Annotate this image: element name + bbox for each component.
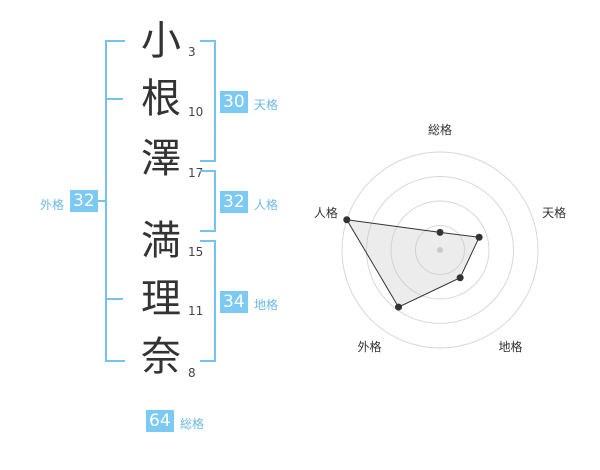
- stroke-count-2: 10: [188, 105, 204, 119]
- name-char-4: 満: [141, 218, 181, 264]
- radar-ring: [341, 151, 539, 349]
- jinkaku-value-badge: 32: [220, 191, 248, 213]
- radar-point: [395, 303, 403, 311]
- tenkaku-value-badge: 30: [220, 91, 248, 113]
- name-char-3: 澤: [141, 136, 181, 182]
- chikaku-value-badge: 34: [220, 291, 248, 313]
- radar-point: [436, 228, 444, 236]
- gaikaku-value-badge: 32: [70, 190, 98, 212]
- jinkaku-label: 人格: [254, 198, 279, 212]
- stroke-count-3: 17: [188, 166, 204, 180]
- chikaku-label: 地格: [254, 298, 279, 312]
- radar-polygon: [345, 219, 480, 308]
- gaikaku-bracket: [105, 40, 125, 362]
- name-char-6: 奈: [141, 334, 181, 380]
- soukaku-value-badge: 64: [146, 410, 174, 432]
- radar-axis-label: 総格: [428, 122, 452, 137]
- stroke-count-5: 11: [188, 304, 204, 318]
- name-char-1: 小: [141, 18, 181, 64]
- bracket-tick: [105, 298, 123, 300]
- bracket-tick: [96, 200, 106, 202]
- radar-axis-label: 人格: [314, 205, 338, 220]
- name-char-5: 理: [141, 276, 181, 322]
- stroke-count-6: 8: [188, 366, 196, 380]
- stroke-count-1: 3: [188, 45, 196, 59]
- soukaku-label: 総格: [180, 417, 205, 431]
- radar-point: [475, 233, 483, 241]
- radar-rings: [341, 151, 539, 349]
- tenkaku-bracket: [200, 40, 216, 162]
- jinkaku-bracket: [200, 170, 216, 232]
- name-char-2: 根: [141, 76, 181, 122]
- radar-point: [456, 274, 464, 282]
- radar-ring: [366, 176, 514, 324]
- radar-ring: [390, 200, 490, 300]
- radar-center-dot: [437, 247, 443, 253]
- tenkaku-label: 天格: [254, 98, 279, 112]
- radar-ring: [415, 225, 465, 275]
- radar-axis-label: 天格: [542, 205, 566, 220]
- chikaku-bracket: [200, 240, 216, 362]
- radar-point: [343, 216, 351, 224]
- gaikaku-label: 外格: [40, 198, 65, 212]
- radar-axis-label: 外格: [357, 339, 381, 354]
- radar-polygon-layer: [343, 216, 483, 311]
- stroke-count-4: 15: [188, 245, 204, 259]
- radar-axis-label: 地格: [499, 339, 523, 354]
- bracket-tick: [105, 98, 123, 100]
